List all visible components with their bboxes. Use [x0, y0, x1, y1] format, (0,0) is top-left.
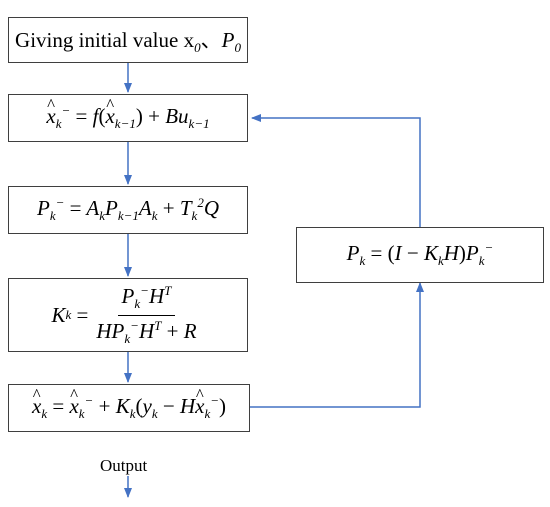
predict-cov-box: Pk− = AkPk−1Ak + Tk2Q — [8, 186, 248, 234]
update-cov-equation: Pk = (I − KkH)Pk− — [346, 240, 494, 269]
init-prefix: Giving initial value x — [15, 27, 195, 52]
init-x-sub: 0 — [194, 40, 201, 56]
arrow-update-to-cov-update — [250, 282, 424, 408]
init-text: Giving initial value x0、P0 — [15, 24, 241, 56]
predict-cov-equation: Pk− = AkPk−1Ak + Tk2Q — [37, 195, 219, 224]
arrow-cov-update-to-predict — [251, 114, 421, 227]
init-box: Giving initial value x0、P0 — [8, 17, 248, 63]
init-separator: 、 — [200, 27, 222, 52]
update-state-equation: xk = xk− + Kk(yk − Hxk−) — [32, 393, 226, 422]
output-label: Output — [100, 456, 148, 475]
predict-state-box: xk− = f(xk−1) + Buk−1 — [8, 94, 248, 142]
init-p-sub: 0 — [234, 40, 241, 56]
gain-fraction: Pk−HT HPk−HT + R — [96, 283, 197, 346]
update-state-box: xk = xk− + Kk(yk − Hxk−) — [8, 384, 250, 432]
predict-state-equation: xk− = f(xk−1) + Buk−1 — [46, 103, 209, 132]
update-cov-box: Pk = (I − KkH)Pk− — [296, 227, 544, 283]
init-p: P — [221, 27, 235, 52]
